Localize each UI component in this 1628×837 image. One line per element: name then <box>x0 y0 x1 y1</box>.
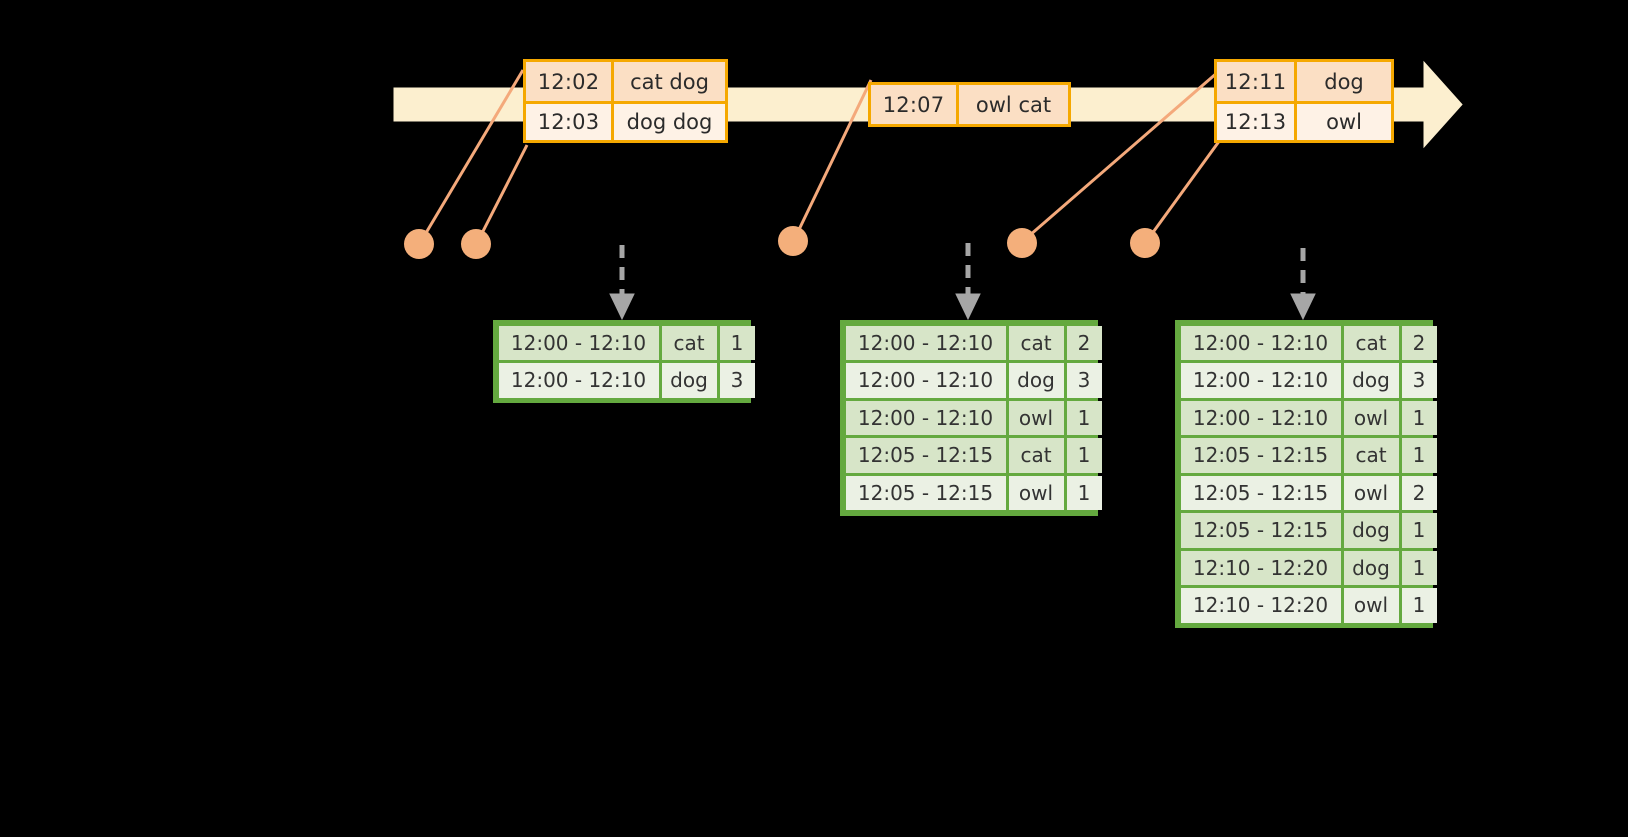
connector-line-1 <box>418 69 525 244</box>
table-cell-window: 12:00 - 12:10 <box>1180 400 1341 435</box>
event-words: dog dog <box>626 110 713 134</box>
event-time: 12:07 <box>871 85 959 124</box>
table-cell-count: 2 <box>1066 325 1102 360</box>
table-cell-word: owl <box>1343 400 1399 435</box>
table-cell-count: 1 <box>1066 400 1102 435</box>
table-cell-window: 12:00 - 12:10 <box>498 363 659 398</box>
table-cell-word: cat <box>661 325 717 360</box>
table-cell-word: dog <box>1343 363 1399 398</box>
table-cell-window: 12:00 - 12:10 <box>1180 325 1341 360</box>
trigger-arrow-2 <box>955 243 981 321</box>
table-cell-window: 12:05 - 12:15 <box>1180 475 1341 510</box>
table-cell-count: 1 <box>1401 550 1437 585</box>
table-cell-word: owl <box>1343 475 1399 510</box>
table-cell-word: cat <box>1343 438 1399 473</box>
connector-line-5 <box>1144 139 1222 243</box>
table-cell-count: 2 <box>1401 475 1437 510</box>
table-cell-window: 12:00 - 12:10 <box>845 363 1006 398</box>
table-cell-count: 1 <box>1401 513 1437 548</box>
event-row[interactable]: 12:11 dog <box>1217 62 1391 101</box>
table-cell-count: 1 <box>1066 475 1102 510</box>
event-dots <box>404 226 1160 259</box>
table-cell-window: 12:10 - 12:20 <box>1180 550 1341 585</box>
event-time: 12:03 <box>526 104 614 140</box>
event-words: owl cat <box>975 92 1052 117</box>
event-words: cat dog <box>630 69 709 94</box>
table-cell-word: cat <box>1008 325 1064 360</box>
table-cell-count: 3 <box>719 363 755 398</box>
table-cell-count: 1 <box>1066 438 1102 473</box>
table-trigger-arrows <box>609 243 1316 321</box>
event-row[interactable]: 12:07 owl cat <box>871 85 1068 124</box>
trigger-arrow-1 <box>609 245 635 321</box>
table-cell-window: 12:05 - 12:15 <box>1180 513 1341 548</box>
event-time: 12:02 <box>526 62 614 101</box>
event-words: dog <box>1324 69 1364 94</box>
connector-line-3 <box>792 79 873 241</box>
event-group-2[interactable]: 12:07 owl cat <box>868 82 1071 127</box>
table-cell-word: dog <box>661 363 717 398</box>
table-cell-count: 1 <box>1401 588 1437 623</box>
event-time: 12:13 <box>1217 104 1297 140</box>
event-dot-1 <box>404 229 434 259</box>
table-cell-word: owl <box>1008 400 1064 435</box>
event-dot-5 <box>1130 228 1160 258</box>
event-dot-3 <box>778 226 808 256</box>
table-cell-window: 12:00 - 12:10 <box>845 325 1006 360</box>
table-cell-window: 12:05 - 12:15 <box>845 475 1006 510</box>
table-cell-window: 12:05 - 12:15 <box>1180 438 1341 473</box>
event-row[interactable]: 12:02 cat dog <box>526 62 725 101</box>
table-cell-word: cat <box>1008 438 1064 473</box>
table-cell-word: owl <box>1343 588 1399 623</box>
table-cell-word: dog <box>1343 513 1399 548</box>
table-cell-word: owl <box>1008 475 1064 510</box>
event-dot-2 <box>461 229 491 259</box>
event-group-3[interactable]: 12:11 dog 12:13 owl <box>1214 59 1394 143</box>
event-dot-4 <box>1007 228 1037 258</box>
table-cell-count: 1 <box>719 325 755 360</box>
event-row[interactable]: 12:13 owl <box>1217 101 1391 140</box>
table-cell-word: dog <box>1008 363 1064 398</box>
table-cell-word: cat <box>1343 325 1399 360</box>
table-cell-window: 12:00 - 12:10 <box>1180 363 1341 398</box>
table-cell-count: 1 <box>1401 438 1437 473</box>
table-cell-word: dog <box>1343 550 1399 585</box>
event-words: owl <box>1326 110 1362 134</box>
table-cell-count: 3 <box>1066 363 1102 398</box>
table-cell-window: 12:00 - 12:10 <box>845 400 1006 435</box>
connector-line-2 <box>475 144 529 244</box>
event-row[interactable]: 12:03 dog dog <box>526 101 725 140</box>
table-cell-window: 12:00 - 12:10 <box>498 325 659 360</box>
event-time: 12:11 <box>1217 62 1297 101</box>
table-cell-window: 12:05 - 12:15 <box>845 438 1006 473</box>
event-group-1[interactable]: 12:02 cat dog 12:03 dog dog <box>523 59 728 143</box>
table-cell-count: 2 <box>1401 325 1437 360</box>
table-cell-count: 3 <box>1401 363 1437 398</box>
table-cell-count: 1 <box>1401 400 1437 435</box>
table-cell-window: 12:10 - 12:20 <box>1180 588 1341 623</box>
trigger-arrow-3 <box>1290 248 1316 321</box>
